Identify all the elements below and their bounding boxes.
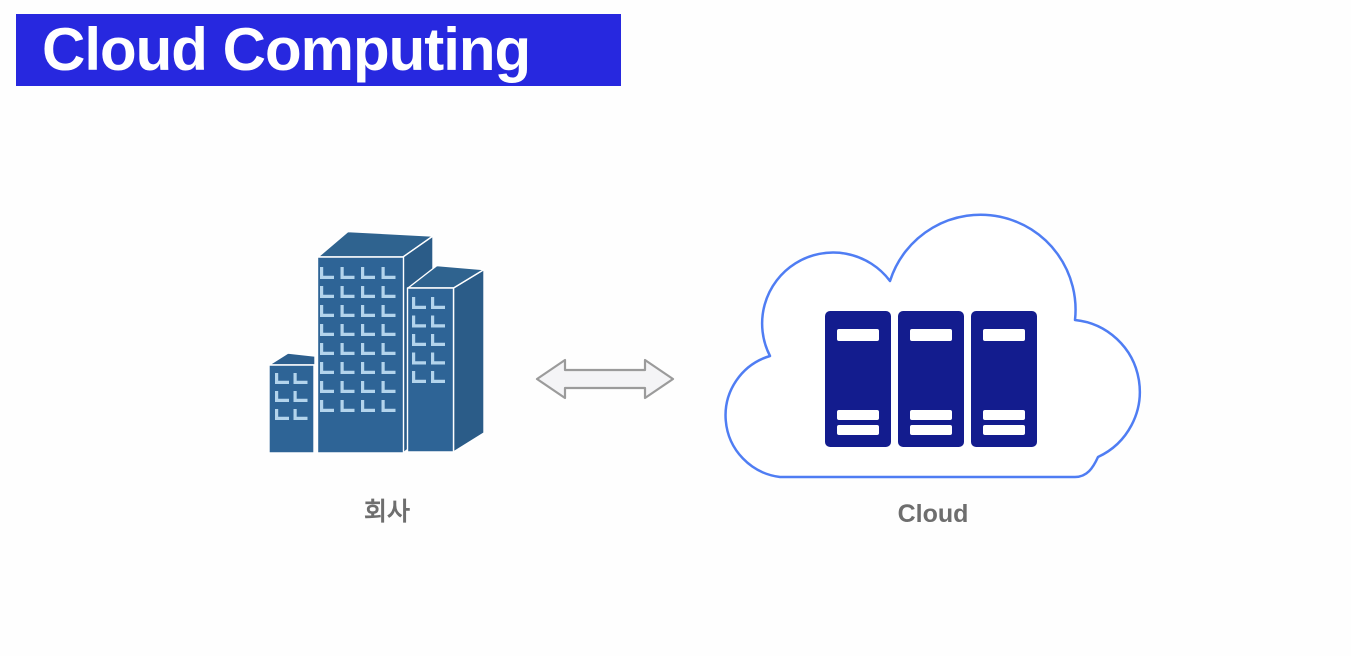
page-title: Cloud Computing (42, 16, 531, 83)
company-label: 회사 (363, 498, 410, 526)
right-building-side (452, 268, 485, 453)
center-building-windows (320, 267, 396, 412)
cloud-icon (724, 213, 1142, 479)
small-building-roof (268, 352, 316, 366)
title-bar: Cloud Computing (16, 14, 621, 86)
server-rack-icons (825, 311, 1037, 447)
right-building-windows (412, 297, 445, 383)
double-arrow-shape (535, 358, 675, 400)
company-building-icon (268, 230, 485, 454)
small-building-windows (275, 373, 308, 420)
cloud-label: Cloud (897, 500, 969, 528)
right-building-front (406, 287, 455, 453)
double-arrow-icon (535, 358, 675, 400)
